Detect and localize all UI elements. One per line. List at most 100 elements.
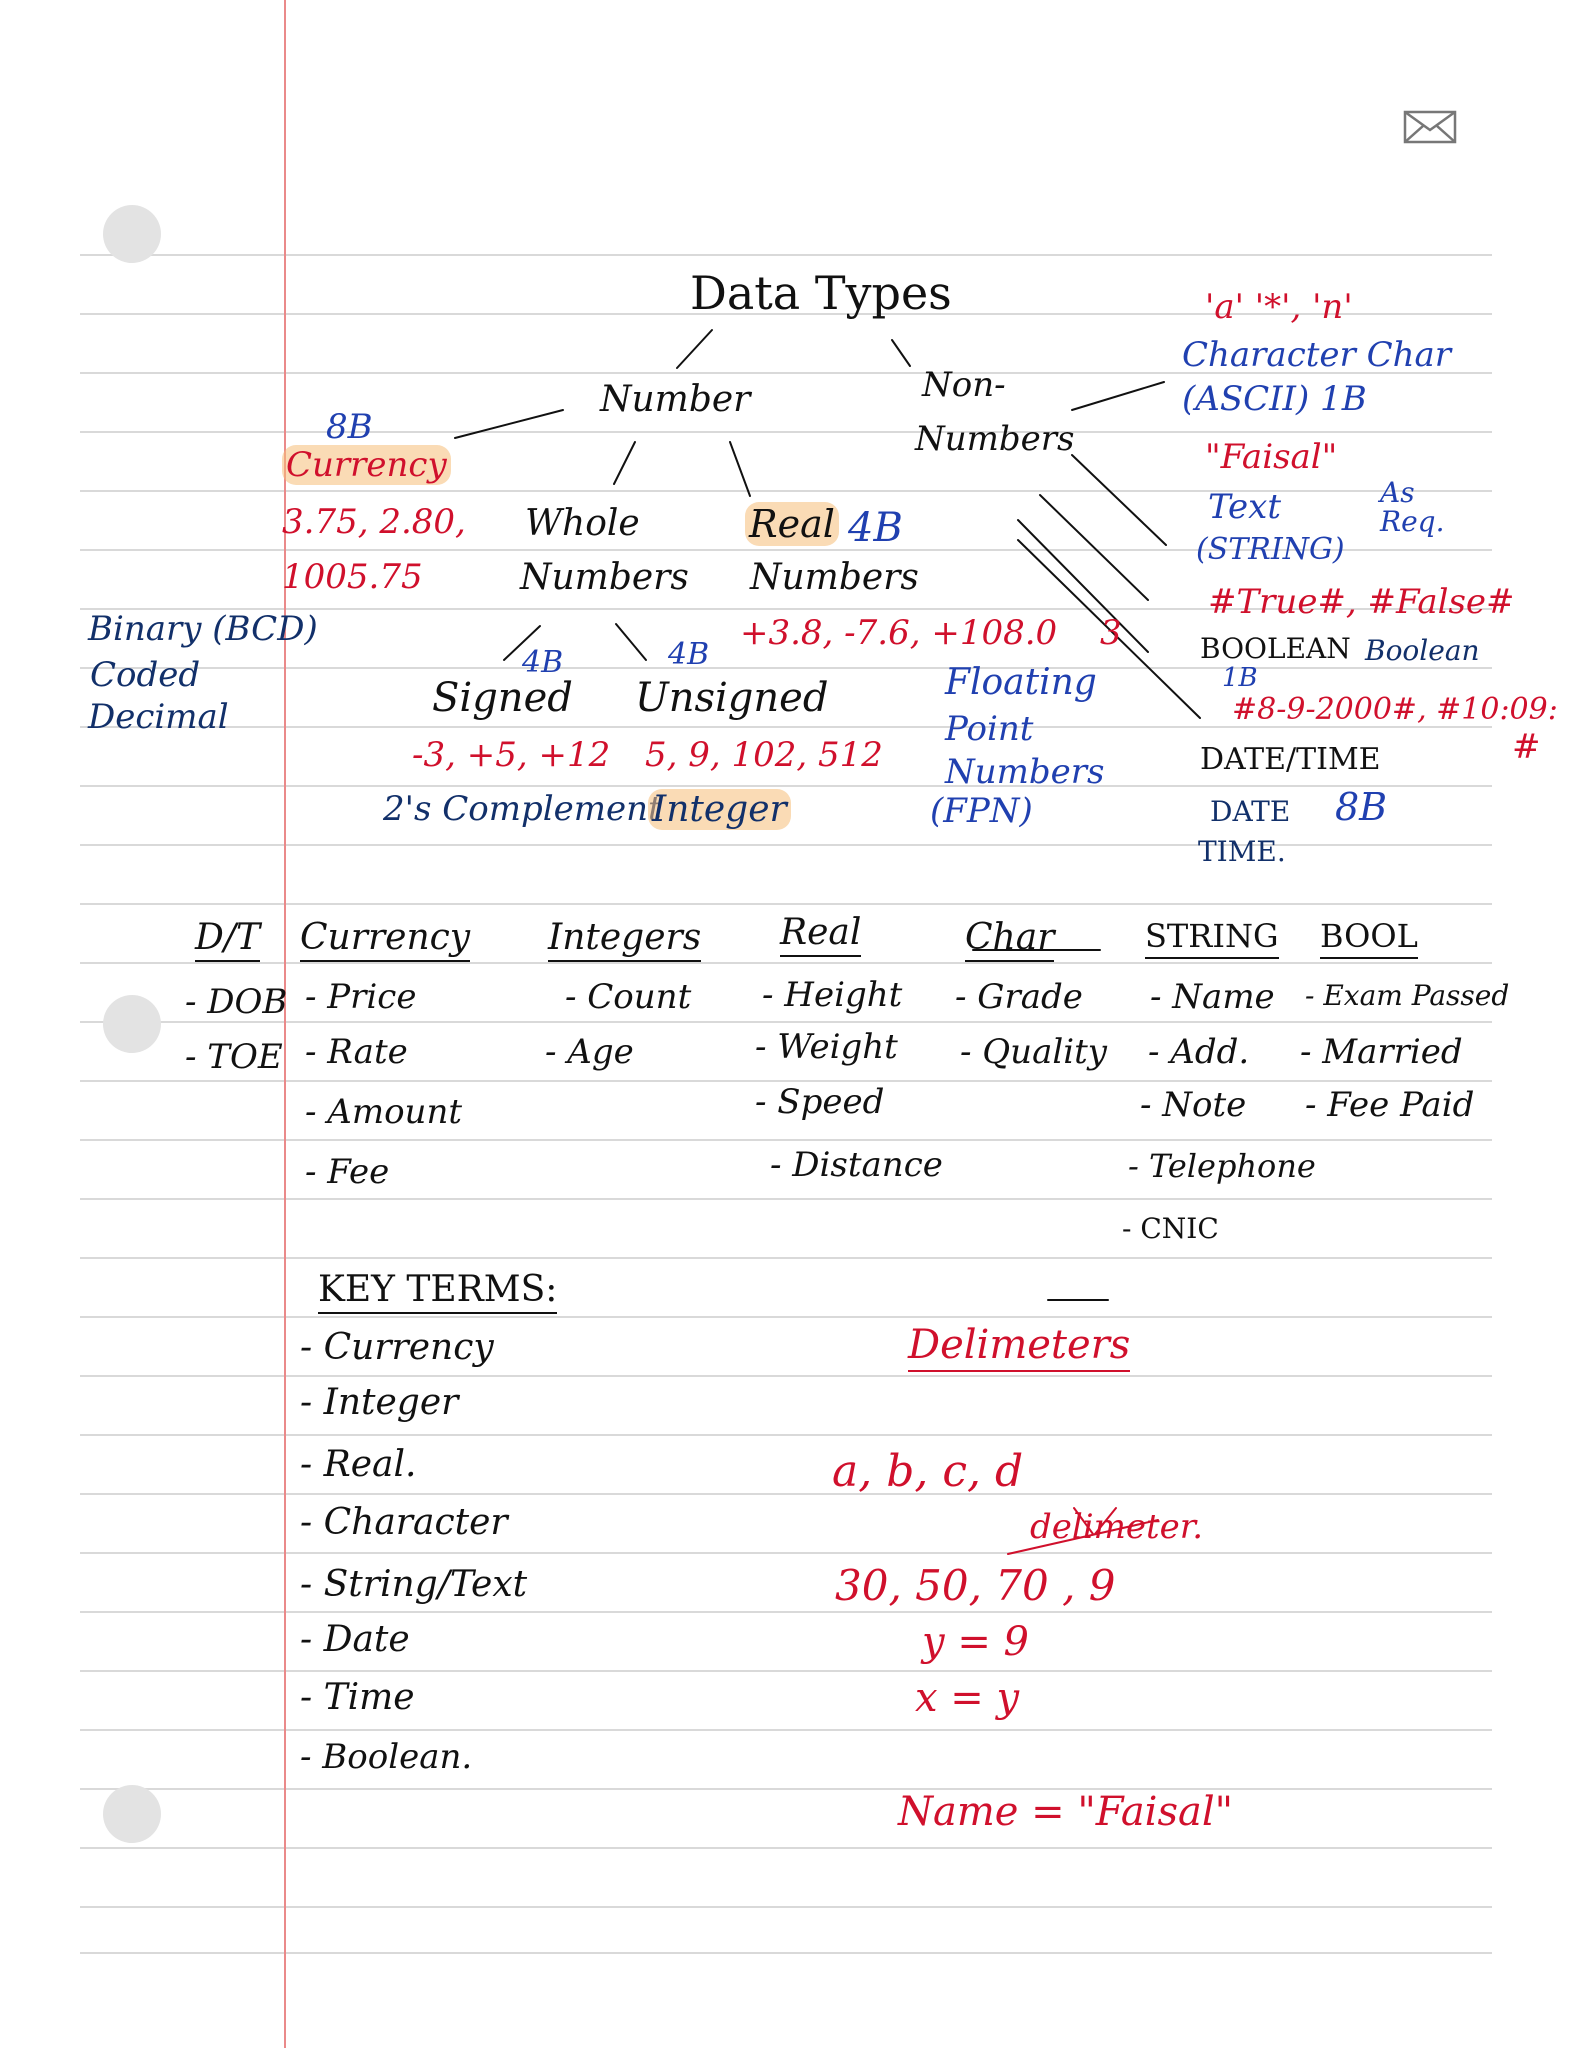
table-item: - Count [565,977,692,1017]
non-numbers-node: Non- [922,365,1006,405]
ruled-line [80,1729,1492,1731]
delimiter-note: delimeter. [1030,1507,1204,1547]
table-item: - CNIC [1122,1212,1219,1245]
signed-size: 4B [522,645,564,680]
ruled-line [80,490,1492,492]
string-example: "Faisal" [1205,437,1338,477]
ruled-line [80,1434,1492,1436]
boolean-examples: #True#, #False# [1208,582,1515,622]
table-header-bool: BOOL [1320,917,1418,959]
table-item: - Speed [755,1082,885,1122]
string-node: (STRING) [1196,532,1345,567]
text-node: Text [1208,487,1281,527]
twos-complement-label: 2's Complement [383,789,662,829]
ruled-line [80,1021,1492,1023]
delimiters-title: Delimeters [908,1322,1131,1372]
ruled-line [80,254,1492,256]
ruled-line [80,1670,1492,1672]
char-node-line2: (ASCII) 1B [1182,379,1367,419]
table-item: - Telephone [1128,1147,1316,1185]
bcd-label: Binary (BCD) [88,609,318,649]
page-title: Data Types [690,266,952,320]
fpn-label: Floating [945,662,1097,703]
key-term-item: - Real. [300,1444,417,1485]
date-examples: #8-9-2000#, #10:09: [1232,692,1558,727]
real-examples: +3.8, -7.6, +108.0 [740,613,1058,653]
key-term-item: - Currency [300,1327,494,1368]
table-dt-item: - DOB [185,982,288,1022]
fpn-label-line3: Numbers [945,752,1105,792]
table-item: - Rate [305,1032,408,1072]
ruled-line [80,1139,1492,1141]
table-item: - Weight [755,1027,898,1067]
table-header-currency: Currency [300,917,471,962]
ruled-line [80,903,1492,905]
punch-hole [103,995,161,1053]
whole-numbers-node-line2: Numbers [520,557,689,598]
table-dt-header: D/T [195,917,261,962]
ruled-line [80,1198,1492,1200]
char-node: Character Char [1182,335,1452,375]
assignment-y: y = 9 [922,1619,1029,1665]
signed-node: Signed [432,675,573,721]
ruled-line [80,667,1492,669]
bcd-label-line2: Coded [90,655,201,695]
table-item: - Amount [305,1092,463,1132]
real-numbers-node-line2: Numbers [750,557,919,598]
table-item: - Price [305,977,417,1017]
char-examples: 'a' '*', 'n' [1205,287,1353,327]
table-item: - Add. [1148,1032,1250,1072]
time-node: TIME. [1198,835,1286,868]
table-header-real: Real [780,912,862,957]
ruled-line [80,1611,1492,1613]
real-node: Real [745,502,839,546]
table-item: - Fee [305,1152,390,1192]
key-term-item: - Date [300,1619,410,1660]
delimiter-letters: a, b, c, d [832,1446,1024,1497]
unsigned-examples: 5, 9, 102, 512 [645,735,883,775]
ruled-line [80,785,1492,787]
ruled-line [80,1906,1492,1908]
envelope-icon[interactable] [1403,110,1457,148]
table-item: - Note [1140,1085,1247,1125]
ruled-line [80,1316,1492,1318]
name-assignment: Name = "Faisal" [898,1789,1234,1835]
datetime-node: DATE/TIME [1200,742,1381,777]
ruled-line [80,549,1492,551]
key-term-item: - Integer [300,1382,459,1423]
date-examples-tail: # [1512,727,1541,767]
fpn-label-line2: Point [945,709,1034,749]
table-header-integers: Integers [548,917,702,962]
table-item: - Distance [770,1145,943,1185]
currency-examples: 3.75, 2.80, [282,502,466,542]
key-term-item: - String/Text [300,1564,528,1605]
ruled-line [80,431,1492,433]
signed-examples: -3, +5, +12 [412,735,611,775]
fpn-label-line4: (FPN) [930,791,1033,831]
boolean-size: 1B [1222,663,1258,693]
table-item: - Grade [955,977,1083,1017]
ruled-line [80,372,1492,374]
date-size: 8B [1335,785,1388,829]
key-term-item: - Character [300,1502,508,1543]
assignment-x: x = y [915,1675,1020,1721]
non-numbers-node-line2: Numbers [915,419,1075,459]
table-item: - Exam Passed [1305,979,1510,1012]
ruled-line [80,962,1492,964]
table-dt-item: - TOE [185,1037,283,1077]
currency-size: 8B [326,407,373,447]
number-node: Number [600,379,751,420]
ruled-line [80,844,1492,846]
unsigned-node: Unsigned [635,675,829,721]
key-terms-title: KEY TERMS: [318,1269,558,1314]
key-term-item: - Boolean. [300,1737,473,1777]
ruled-line [80,1788,1492,1790]
bcd-label-line3: Decimal [88,697,229,737]
ruled-line [80,1493,1492,1495]
ruled-line [80,726,1492,728]
real-examples-tail: 3 [1100,613,1122,653]
date-node: DATE [1210,795,1291,828]
delimiter-numbers: 30, 50, 70 , 9 [835,1561,1116,1610]
